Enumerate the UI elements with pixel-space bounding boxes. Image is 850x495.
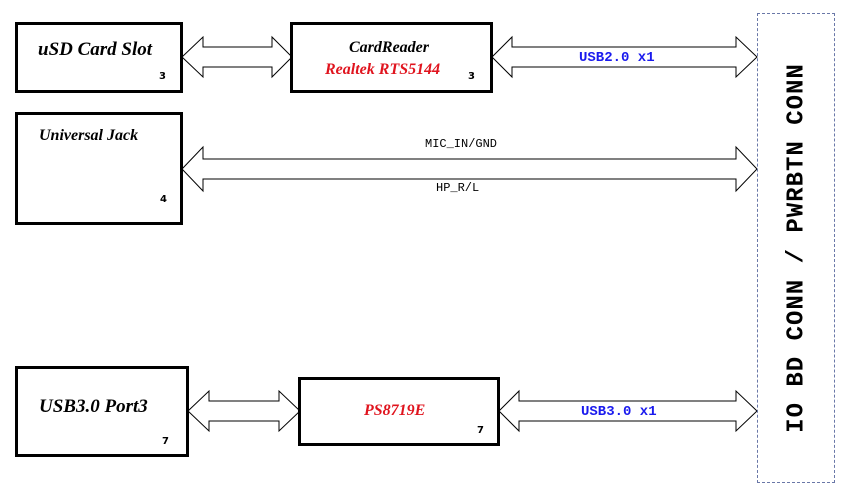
cardreader-page: 3	[468, 71, 475, 82]
cardreader-block: CardReader Realtek RTS5144 3	[290, 22, 493, 93]
usd-card-slot-block: uSD Card Slot 3	[15, 22, 183, 93]
universal-jack-title: Universal Jack	[39, 127, 139, 144]
usd-card-slot-page: 3	[159, 71, 166, 82]
usb3-port3-page: 7	[162, 436, 169, 447]
usb3-port3-block: USB3.0 Port3 7	[15, 366, 189, 457]
hp-signal-label: HP_R/L	[436, 181, 480, 195]
io-board-connector	[757, 13, 835, 483]
usb2-bus-label: USB2.0 x1	[579, 50, 655, 66]
ps8719e-title: PS8719E	[364, 402, 426, 419]
cardreader-part: Realtek RTS5144	[325, 61, 441, 78]
universal-jack-block: Universal Jack 4	[15, 112, 183, 225]
usb3-port3-title: USB3.0 Port3	[39, 396, 148, 417]
universal-jack-page: 4	[160, 194, 167, 205]
ps8719e-block: PS8719E 7	[298, 377, 500, 446]
usd-card-slot-title: uSD Card Slot	[38, 39, 153, 60]
cardreader-title: CardReader	[349, 39, 429, 56]
mic-signal-label: MIC_IN/GND	[425, 137, 498, 151]
ps8719e-page: 7	[477, 425, 484, 436]
arrow-usb3-port-to-redriver	[187, 389, 301, 433]
arrow-usd-to-cardreader	[181, 35, 293, 79]
io-board-connector-label: IO BD CONN / PWRBTN CONN	[783, 63, 811, 433]
usb3-bus-label: USB3.0 x1	[581, 404, 657, 420]
